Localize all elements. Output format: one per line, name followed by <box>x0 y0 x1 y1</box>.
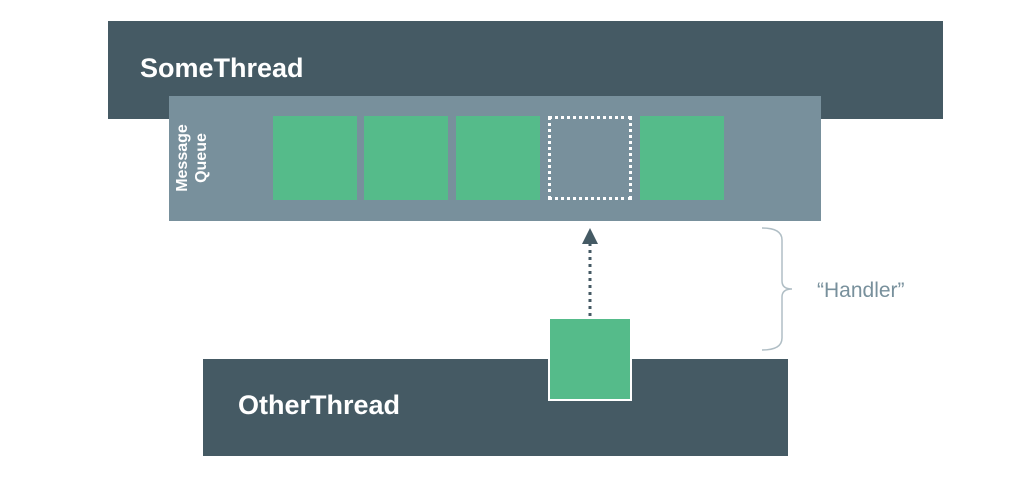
outgoing-message <box>548 317 632 401</box>
handler-bracket <box>761 227 793 351</box>
queue-message-1 <box>273 116 357 200</box>
other-thread-label: OtherThread <box>238 390 401 420</box>
other-thread-block <box>203 359 788 456</box>
queue-message-2 <box>364 116 448 200</box>
post-arrow-head <box>582 228 598 244</box>
handler-label: “Handler” <box>817 279 905 302</box>
queue-empty-slot <box>548 116 632 200</box>
some-thread-label: SomeThread <box>140 53 304 83</box>
queue-message-5 <box>640 116 724 200</box>
queue-message-3 <box>456 116 540 200</box>
